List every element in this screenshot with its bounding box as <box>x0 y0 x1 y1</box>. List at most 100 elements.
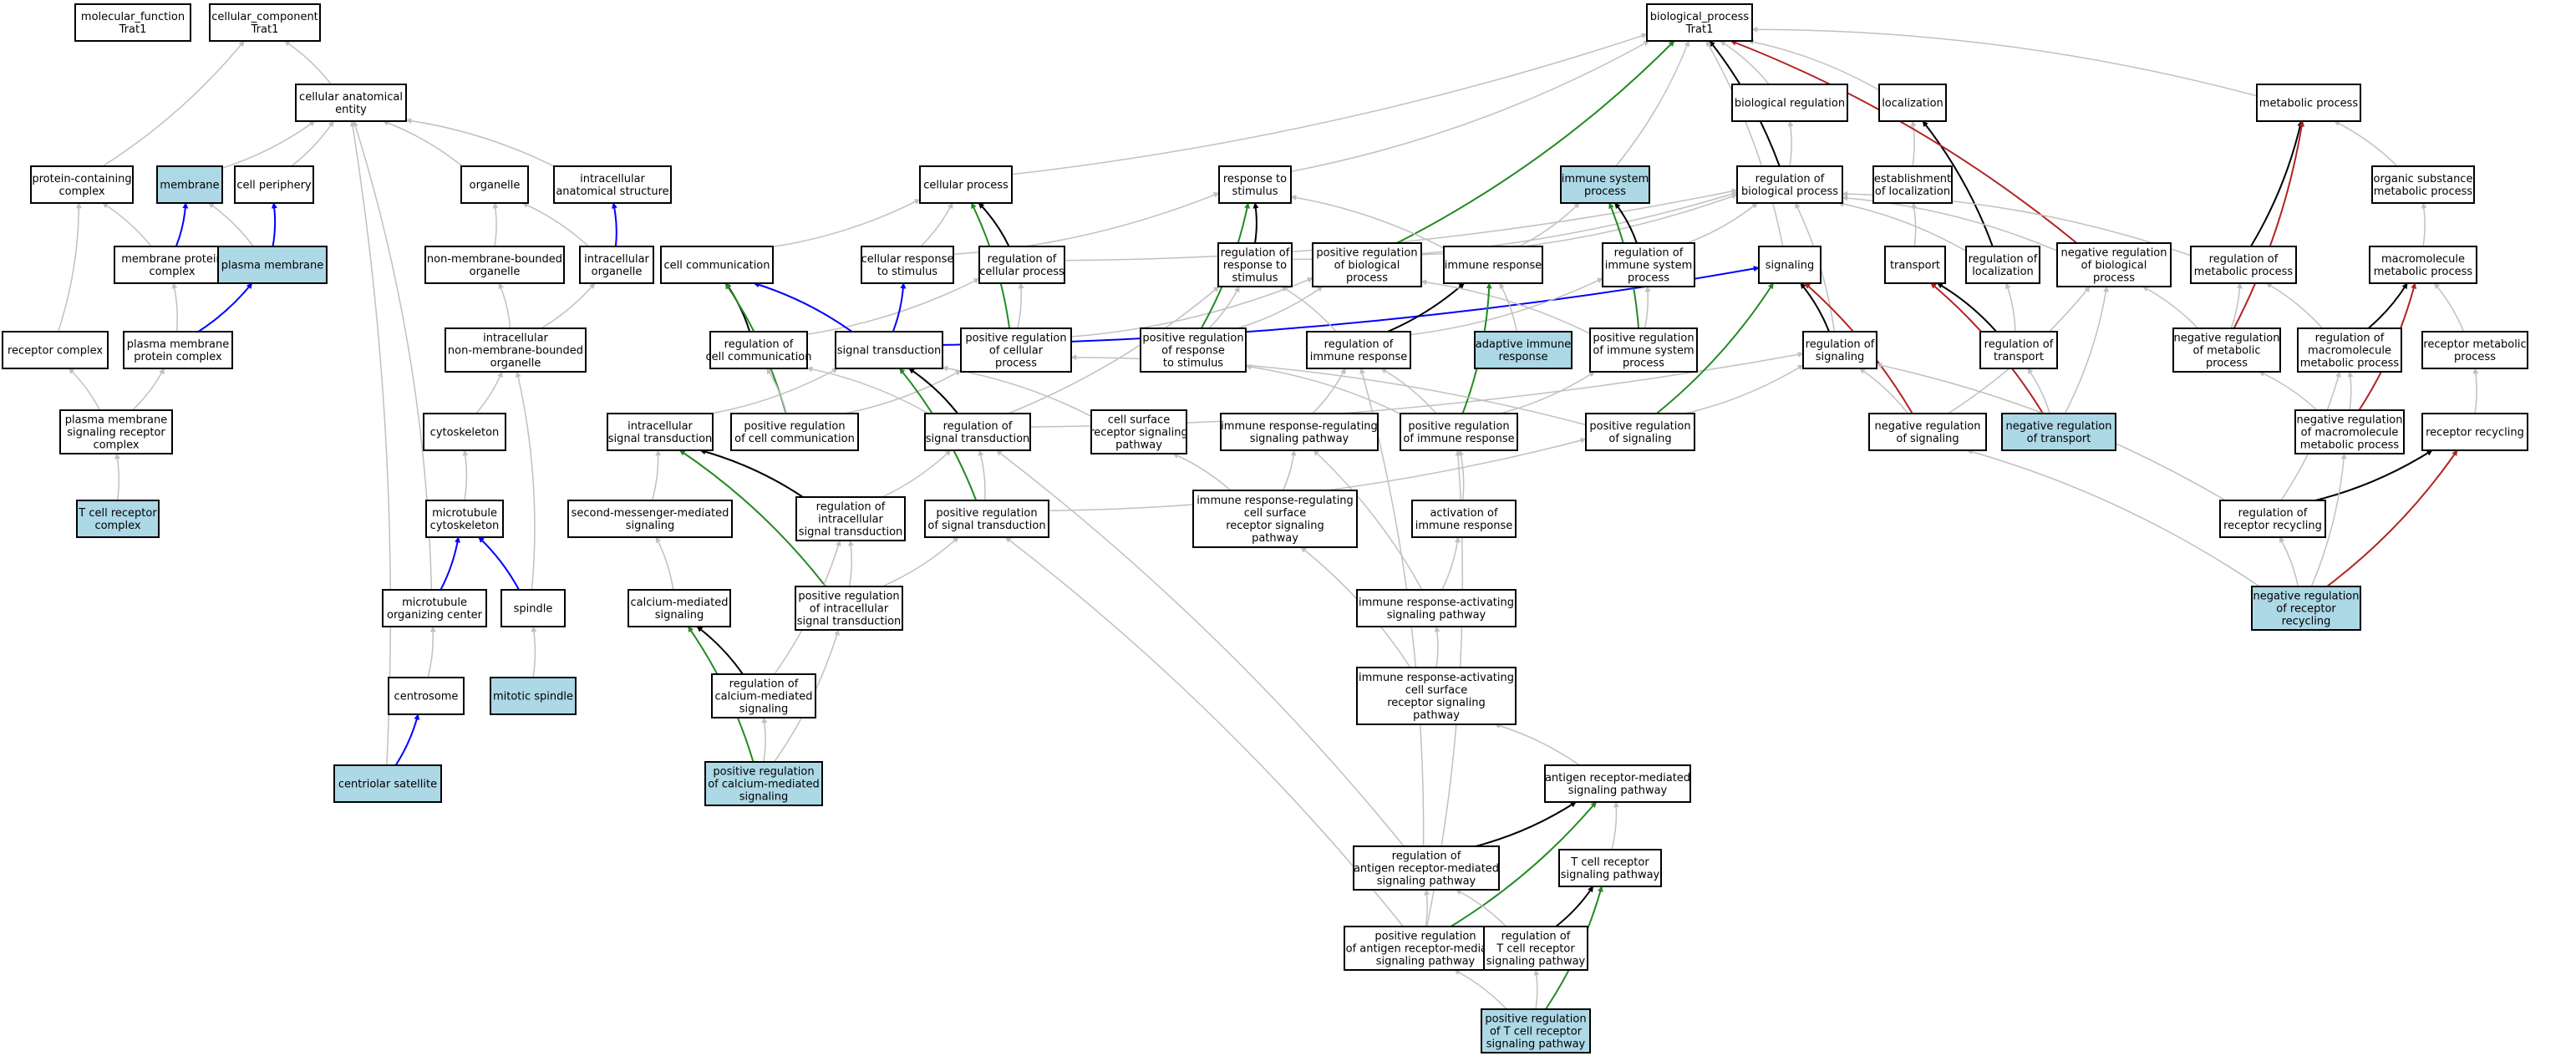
go-term-label-line: adaptive immune <box>1476 338 1571 351</box>
go-term-node-centsat[interactable]: centriolar satellite <box>333 764 442 803</box>
go-term-node-spindle[interactable]: spindle <box>500 589 566 627</box>
go-term-node-inmbo[interactable]: intracellularnon-membrane-boundedorganel… <box>445 327 587 373</box>
go-term-node-metab[interactable]: metabolic process <box>2256 84 2361 122</box>
go-term-node-signaling[interactable]: signaling <box>1758 246 1821 284</box>
go-term-node-cellcomm[interactable]: cell communication <box>660 246 774 284</box>
go-term-node-pm[interactable]: plasma membrane <box>217 246 328 284</box>
go-term-node-localiz[interactable]: localization <box>1878 84 1947 122</box>
go-term-node-organelle[interactable]: organelle <box>460 165 529 204</box>
go-term-label-line: signaling pathway <box>1486 956 1586 968</box>
edge-is-a-cams-to-smms <box>655 536 674 591</box>
go-term-node-cytosk[interactable]: cytoskeleton <box>423 413 506 451</box>
edge-is-a-protcrsp-to-rotcrsp <box>1533 969 1540 1010</box>
go-term-node-cellproc[interactable]: cellular process <box>919 165 1013 204</box>
edge-part-of-sigtrans-to-cellcomm <box>753 282 853 333</box>
go-term-node-centrosome[interactable]: centrosome <box>388 677 465 715</box>
go-term-node-cperiph[interactable]: cell periphery <box>234 165 314 204</box>
go-term-node-rc[interactable]: receptor complex <box>2 331 109 369</box>
go-term-node-mitspindle[interactable]: mitotic spindle <box>490 677 577 715</box>
go-term-node-bioreg[interactable]: biological regulation <box>1731 84 1848 122</box>
go-term-label-line: positive regulation <box>1593 333 1694 345</box>
go-term-node-immresp[interactable]: immune response <box>1443 246 1543 284</box>
edge-part-of-pm-to-cperiph <box>271 202 277 247</box>
go-term-node-transport[interactable]: transport <box>1884 246 1946 284</box>
go-term-node-sigtrans[interactable]: signal transduction <box>835 331 943 369</box>
go-term-node-recrec[interactable]: receptor recycling <box>2421 413 2528 451</box>
edge-is-a-immresp-to-rts <box>1290 195 1445 249</box>
go-term-label-line: localization <box>1972 266 2034 278</box>
go-term-label-line: of localization <box>1875 185 1950 198</box>
go-term-label-line: pathway <box>1115 439 1162 452</box>
go-term-node-membrane[interactable]: membrane <box>156 165 223 204</box>
